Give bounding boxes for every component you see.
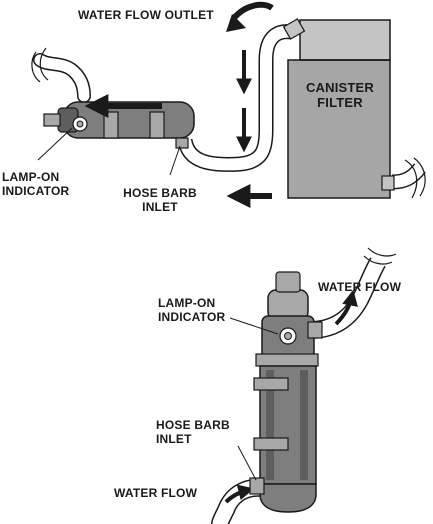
label-water-flow-outlet: WATER FLOW OUTLET — [78, 8, 214, 22]
label-bottom-hose-barb-inlet: HOSE BARB INLET — [156, 418, 230, 446]
top-main-hose — [177, 24, 294, 172]
label-bottom-barb-line1: HOSE BARB — [156, 418, 230, 432]
label-top-lamp-line1: LAMP-ON — [2, 170, 60, 184]
leader-line — [229, 317, 279, 335]
leader-line — [169, 145, 181, 176]
canister-right-hose — [391, 157, 426, 199]
label-bottom-lamp-indicator: LAMP-ON INDICATOR — [158, 296, 225, 324]
curved-arrow-icon — [231, 1, 274, 21]
label-bottom-water-flow-top: WATER FLOW — [318, 280, 402, 294]
curved-arrow-icon — [224, 484, 255, 504]
label-top-barb-line1: HOSE BARB — [123, 186, 197, 200]
bottom-upper-hose — [309, 247, 397, 339]
arrow-head-icon — [226, 14, 246, 32]
label-canister-line1: CANISTER — [305, 80, 375, 95]
label-bottom-barb-line2: INLET — [156, 432, 192, 446]
label-bottom-lamp-line2: INDICATOR — [158, 310, 226, 324]
label-canister-filter: CANISTER FILTER — [300, 80, 380, 110]
canister-filter — [282, 18, 395, 199]
top-left-hose — [31, 47, 91, 103]
leader-line — [37, 127, 73, 161]
label-bottom-water-flow-bottom: WATER FLOW — [114, 486, 198, 500]
top-sterilizer — [43, 94, 195, 149]
label-top-lamp-line2: INDICATOR — [2, 184, 70, 198]
curved-arrow-icon — [334, 289, 358, 326]
label-bottom-lamp-line1: LAMP-ON — [158, 296, 216, 310]
label-top-hose-barb-inlet: HOSE BARB INLET — [110, 186, 210, 214]
bottom-sterilizer — [249, 271, 323, 513]
label-top-barb-line2: INLET — [142, 200, 178, 214]
label-canister-line2: FILTER — [317, 95, 363, 110]
leader-line — [237, 445, 257, 481]
label-top-lamp-indicator: LAMP-ON INDICATOR — [2, 170, 69, 198]
